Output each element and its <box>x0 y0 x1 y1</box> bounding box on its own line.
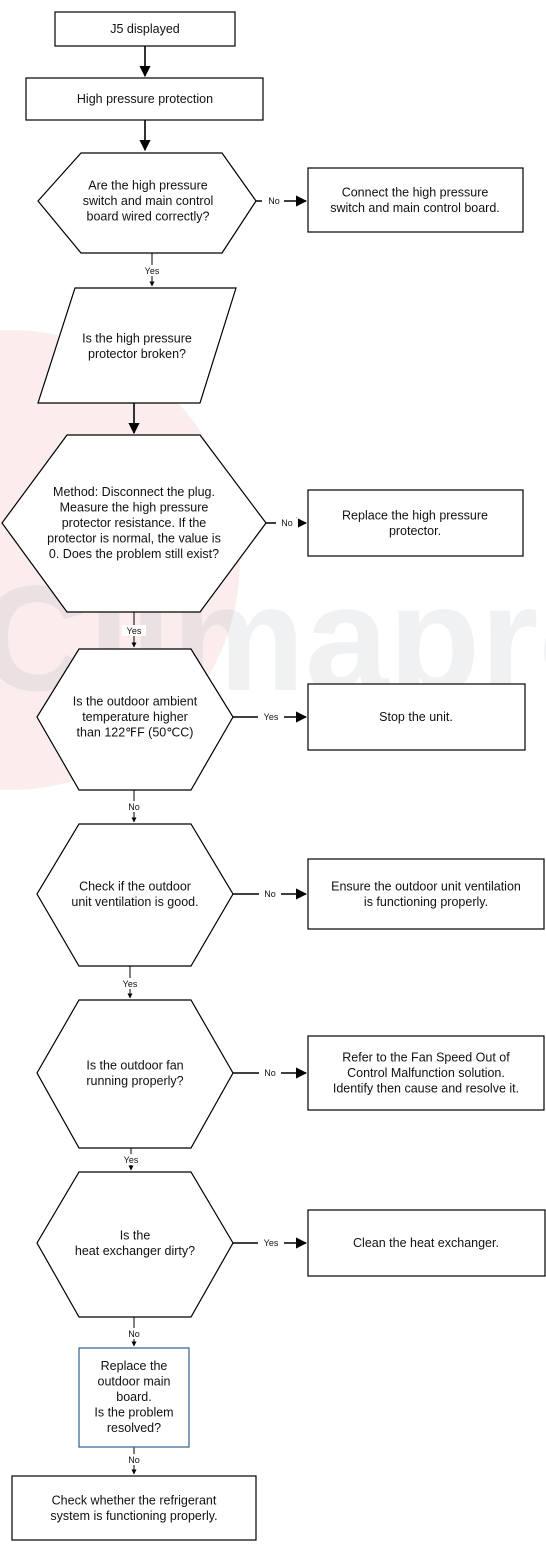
node-text-line: Stop the unit. <box>379 710 453 724</box>
node-check-refrigerant: Check whether the refrigerant system is f… <box>11 1475 257 1541</box>
edge-label-d2-yes: Yes <box>127 626 142 636</box>
node-text-line: Clean the heat exchanger. <box>353 1236 499 1250</box>
node-text-line: Check if the outdoor <box>79 879 191 893</box>
node-text-line: than 122℉F (50℃C) <box>77 726 194 740</box>
node-text-line: Is the <box>120 1228 151 1242</box>
edges: No Yes No Yes Yes No No Yes No Yes Yes <box>118 46 308 1475</box>
node-text-line: board. <box>116 1390 151 1404</box>
edge-label-d2-no: No <box>281 518 293 528</box>
node-text-line: protector. <box>389 524 441 538</box>
edge-label-d6-no: No <box>128 1329 140 1339</box>
action-replace-protector: Replace the high pressure protector. <box>307 489 524 557</box>
node-text-line: board wired correctly? <box>87 210 210 224</box>
node-text-line: Control Malfunction solution. <box>347 1066 505 1080</box>
edge-label-d3-no: No <box>128 802 140 812</box>
node-text-line: resolved? <box>107 1421 161 1435</box>
node-text-line: protector resistance. If the <box>62 516 207 530</box>
node-text-line: temperature higher <box>82 710 188 724</box>
node-text-line: Is the high pressure <box>82 331 192 345</box>
edge-label-d3-yes: Yes <box>264 712 279 722</box>
node-text-line: system is functioning properly. <box>50 1509 217 1523</box>
action-ensure-ventilation: Ensure the outdoor unit ventilation is fu… <box>307 858 545 930</box>
node-text-line: protector broken? <box>88 347 186 361</box>
nodes: J5 displayed High pressure protection Ar… <box>1 11 546 1541</box>
edge-label-d4-yes: Yes <box>123 979 138 989</box>
edge-label-d5-yes: Yes <box>124 1155 139 1165</box>
node-text-line: J5 displayed <box>110 22 180 36</box>
node-text-line: Check whether the refrigerant <box>52 1493 217 1507</box>
node-text-line: Is the problem <box>94 1406 173 1420</box>
svg-text:Stop the unit.: Stop the unit. <box>379 710 453 724</box>
node-text-line: Measure the high pressure <box>60 501 209 515</box>
decision-ventilation: Check if the outdoor unit ventilation is … <box>36 823 234 967</box>
action-clean-heat-exchanger: Clean the heat exchanger. <box>307 1209 546 1277</box>
node-text-line: Is the outdoor fan <box>86 1058 183 1072</box>
node-j5-displayed: J5 displayed <box>54 11 236 47</box>
decision-outdoor-fan: Is the outdoor fan running properly? <box>36 999 234 1149</box>
node-text-line: switch and main control <box>83 194 214 208</box>
node-text-line: unit ventilation is good. <box>71 895 198 909</box>
node-text-line: protector is normal, the value is <box>47 532 221 546</box>
edge-label-d4-no: No <box>264 889 276 899</box>
svg-text:High pressure protection: High pressure protection <box>77 92 213 106</box>
node-text-line: Method: Disconnect the plug. <box>53 485 215 499</box>
node-text-line: is functioning properly. <box>364 895 488 909</box>
node-text-line: heat exchanger dirty? <box>75 1244 195 1258</box>
node-text-line: Refer to the Fan Speed Out of <box>342 1051 510 1065</box>
svg-text:J5 displayed: J5 displayed <box>110 22 180 36</box>
node-text-line: running properly? <box>86 1074 183 1088</box>
svg-text:Ensure the outdoor unit ventil: Ensure the outdoor unit ventilation is fu… <box>331 879 521 909</box>
svg-text:Method: Disconnect the plug.Me: Method: Disconnect the plug. Measure the … <box>47 485 221 561</box>
node-high-pressure-protection: High pressure protection <box>25 77 264 121</box>
node-text-line: Connect the high pressure <box>342 185 489 199</box>
node-text-line: Ensure the outdoor unit ventilation <box>331 879 521 893</box>
edge-label-d5-no: No <box>264 1068 276 1078</box>
edge-label-d1-yes: Yes <box>145 266 160 276</box>
node-text-line: Is the outdoor ambient <box>73 695 198 709</box>
node-text-line: switch and main control board. <box>330 201 500 215</box>
edge-label-b1-no: No <box>128 1455 140 1465</box>
action-connect-switch: Connect the high pressure switch and main… <box>307 167 524 233</box>
action-stop-unit: Stop the unit. <box>307 683 526 751</box>
node-text-line: outdoor main <box>98 1375 171 1389</box>
node-text-line: Identify then cause and resolve it. <box>333 1082 519 1096</box>
node-text-line: 0. Does the problem still exist? <box>49 547 219 561</box>
edge-label-d1-no: No <box>268 196 280 206</box>
decision-heat-exchanger: Is the heat exchanger dirty? <box>36 1171 234 1318</box>
edge-label-d6-yes: Yes <box>264 1238 279 1248</box>
node-text-line: High pressure protection <box>77 92 213 106</box>
node-text-line: Are the high pressure <box>88 179 208 193</box>
decision-measure-resistance: Method: Disconnect the plug. Measure the … <box>1 434 267 613</box>
node-text-line: Replace the <box>101 1359 168 1373</box>
node-text-line: Replace the high pressure <box>342 508 488 522</box>
svg-text:Clean the heat exchanger.: Clean the heat exchanger. <box>353 1236 499 1250</box>
process-protector-broken: Is the high pressure protector broken? <box>37 287 237 404</box>
